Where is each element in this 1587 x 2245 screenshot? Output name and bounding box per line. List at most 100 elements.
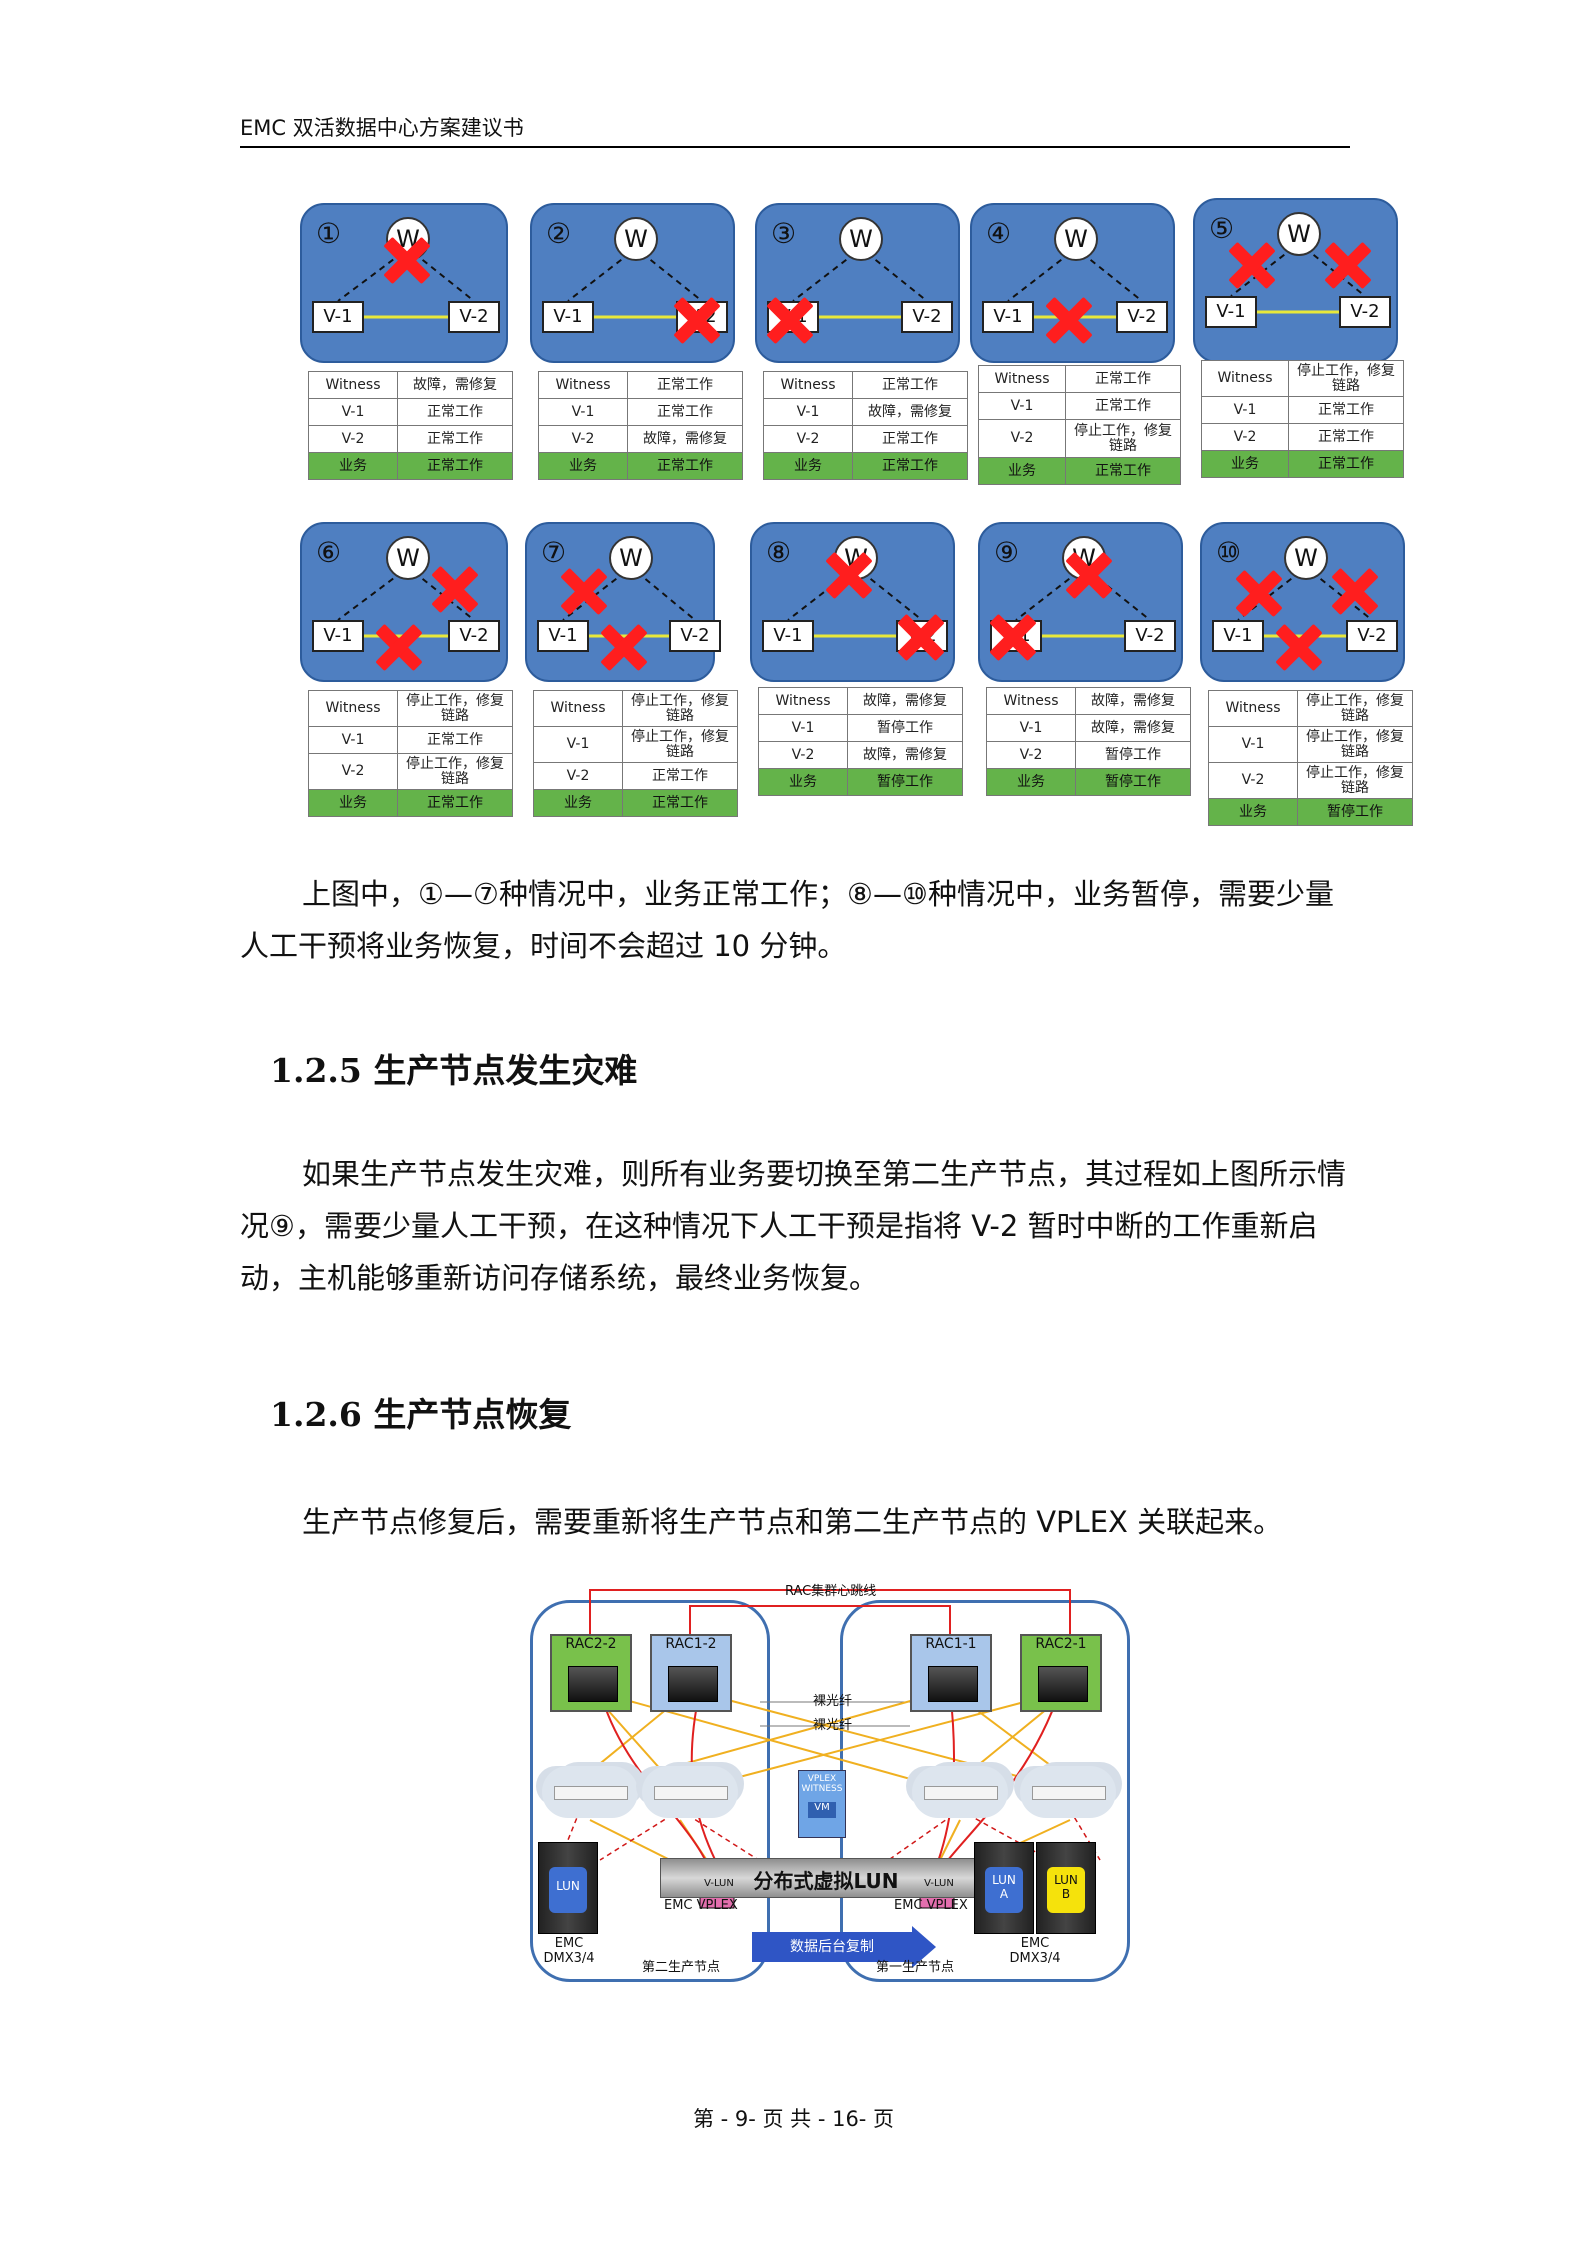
component-cell: V-1 <box>978 392 1066 420</box>
business-status-row: 业务正常工作 <box>308 789 513 817</box>
failure-x-icon <box>1325 242 1371 288</box>
paragraph-recovery: 生产节点修复后，需要重新将生产节点和第二生产节点的 VPLEX 关联起来。 <box>240 1496 1350 1548</box>
component-cell: V-2 <box>538 425 628 453</box>
status-cell: 正常工作 <box>1065 392 1181 420</box>
failure-x-icon <box>561 568 607 614</box>
vplex-1-node: V-1 <box>312 301 364 333</box>
paragraph-text: 生产节点修复后，需要重新将生产节点和第二生产节点的 VPLEX 关联起来。 <box>302 1505 1283 1539</box>
vplex-1-node: V-1 <box>1205 296 1257 328</box>
business-status-row: 业务正常工作 <box>538 452 743 480</box>
component-cell: V-1 <box>1208 726 1298 763</box>
rac-label: RAC2-1 <box>1035 1636 1087 1652</box>
status-cell: 正常工作 <box>627 398 743 426</box>
component-cell: V-1 <box>986 714 1076 742</box>
business-status-row: 业务正常工作 <box>308 452 513 480</box>
status-cell: 停止工作，修复链路 <box>622 726 738 763</box>
status-cell: 故障，需修复 <box>847 741 963 769</box>
scenario-number: ⑧ <box>766 536 792 569</box>
failure-x-icon <box>1066 552 1112 598</box>
switch-icon <box>554 1786 628 1800</box>
witness-node: W <box>1277 212 1321 256</box>
paragraph-scenario-summary: 上图中，①—⑦种情况中，业务正常工作；⑧—⑩种情况中，业务暂停，需要少量人工干预… <box>240 868 1350 972</box>
component-cell: Witness <box>763 371 853 399</box>
component-cell: V-1 <box>763 398 853 426</box>
status-cell: 正常工作 <box>397 726 513 754</box>
vplex-witness-vm: VPLEX WITNESS VM <box>798 1770 846 1838</box>
status-cell: 正常工作 <box>627 371 743 399</box>
status-cell: 正常工作 <box>852 452 968 480</box>
rac2-1-node: RAC2-1 <box>1020 1634 1102 1712</box>
component-cell: 业务 <box>308 452 398 480</box>
status-cell: 正常工作 <box>852 371 968 399</box>
failure-x-icon <box>376 624 422 670</box>
heading-1-2-6: 1.2.6 生产节点恢复 <box>270 1395 572 1434</box>
vplex-1-node: V-1 <box>1212 620 1264 652</box>
arrow-head-icon <box>912 1926 936 1968</box>
status-cell: 暂停工作 <box>847 768 963 796</box>
component-cell: Witness <box>978 365 1066 393</box>
vplex-1-node: V-1 <box>537 620 589 652</box>
scenario-number: ⑦ <box>541 536 567 569</box>
witness-node: W <box>839 217 883 261</box>
emc-vplex-right-label: EMC VPLEX <box>894 1898 968 1913</box>
component-cell: V-1 <box>758 714 848 742</box>
second-site-label: 第二生产节点 <box>642 1960 721 1975</box>
paragraph-text: 上图中，①—⑦种情况中，业务正常工作；⑧—⑩种情况中，业务暂停，需要少量人工干预… <box>240 877 1334 963</box>
failure-x-icon <box>384 237 430 283</box>
status-cell: 正常工作 <box>622 789 738 817</box>
component-cell: V-1 <box>1201 396 1289 424</box>
status-cell: 暂停工作 <box>1075 768 1191 796</box>
component-cell: V-2 <box>308 425 398 453</box>
status-cell: 正常工作 <box>397 425 513 453</box>
san-cloud-icon <box>1020 1766 1116 1818</box>
vm-label: VM <box>808 1802 836 1818</box>
vplex-2-node: V-2 <box>1116 301 1168 333</box>
witness-v2-link <box>641 252 703 302</box>
link-lines <box>792 252 928 319</box>
component-cell: V-2 <box>978 419 1066 458</box>
vlun-left-label: V-LUN <box>704 1878 734 1889</box>
failure-x-icon <box>1276 624 1322 670</box>
vlun-right-label: V-LUN <box>924 1878 954 1889</box>
status-cell: 故障，需修复 <box>397 371 513 399</box>
status-cell: 停止工作，修复链路 <box>1288 360 1404 397</box>
status-cell: 停止工作，修复链路 <box>1065 419 1181 458</box>
witness-v1-link <box>337 571 403 621</box>
component-cell: V-2 <box>763 425 853 453</box>
failure-x-icon <box>1332 568 1378 614</box>
failure-x-icon <box>1229 242 1275 288</box>
component-cell: V-1 <box>533 726 623 763</box>
witness-v1-link <box>1237 571 1301 621</box>
component-cell: Witness <box>1208 690 1298 727</box>
lun-cylinder: LUN <box>549 1867 587 1913</box>
status-cell: 正常工作 <box>1288 450 1404 478</box>
status-cell: 正常工作 <box>1065 365 1181 393</box>
rac-label: RAC1-1 <box>925 1636 977 1652</box>
server-icon <box>1038 1666 1088 1702</box>
